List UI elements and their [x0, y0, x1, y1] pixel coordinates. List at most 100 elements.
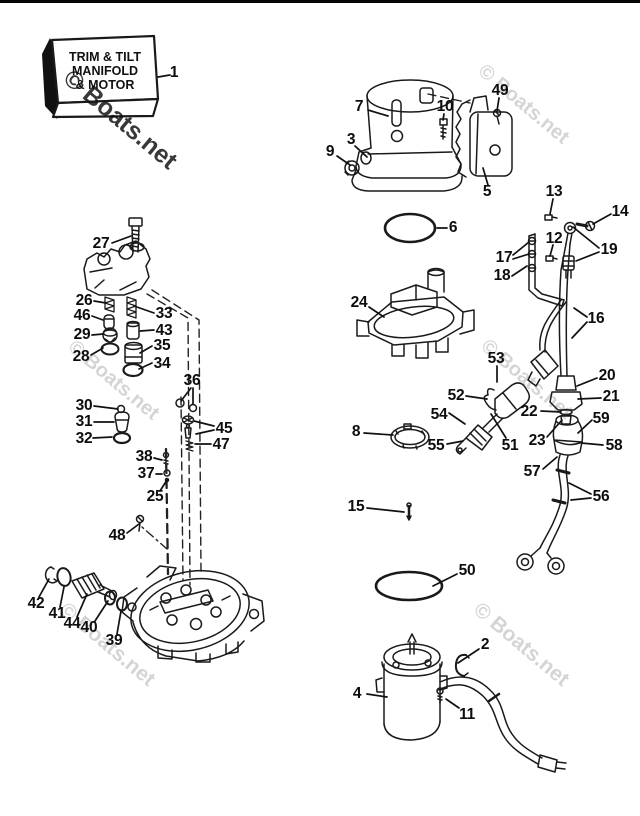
callout-11: 11: [459, 706, 475, 723]
callout-15: 15: [347, 498, 365, 515]
callout-29: 29: [73, 326, 91, 343]
part-4-motor-drawing: [375, 633, 567, 773]
callout-28: 28: [72, 348, 90, 365]
callout-10: 10: [436, 98, 454, 115]
callout-46: 46: [73, 307, 91, 324]
callout-24: 24: [350, 294, 368, 311]
callout-39: 39: [105, 632, 123, 649]
callout-41: 41: [48, 605, 66, 622]
callout-6: 6: [448, 219, 458, 236]
callout-45: 45: [215, 420, 233, 437]
part-20-21-22-23-connector-drawing: [549, 375, 583, 425]
callout-16: 16: [587, 310, 605, 327]
part-14-screw-drawing: [575, 220, 596, 232]
part-31-valve-drawing: [114, 411, 130, 433]
part-5-bracket-drawing: [455, 95, 513, 178]
part-40-oring-drawing: [104, 590, 116, 606]
callout-5: 5: [482, 183, 492, 200]
callout-38: 38: [135, 448, 153, 465]
callout-34: 34: [153, 355, 171, 372]
callout-14: 14: [611, 203, 629, 220]
part-54-55-connector-drawing: [455, 424, 493, 455]
callout-19: 19: [600, 241, 618, 258]
callout-36: 36: [183, 372, 201, 389]
part-46-cylinder-drawing: [103, 314, 115, 330]
callout-26: 26: [75, 292, 93, 309]
callout-3: 3: [346, 131, 356, 148]
part-10-bolt-drawing: [439, 118, 448, 140]
title-line-3: & MOTOR: [75, 78, 135, 92]
callout-18: 18: [493, 267, 511, 284]
callout-52: 52: [447, 387, 465, 404]
part-42-snap-ring-drawing: [44, 566, 58, 584]
part-28-oring-drawing: [100, 342, 120, 356]
part-56-wires-drawing: [516, 454, 571, 575]
part-24-pump-assembly-drawing: [356, 267, 475, 359]
part-50-oring-drawing: [374, 570, 444, 602]
callout-22: 22: [520, 403, 538, 420]
callout-37: 37: [137, 465, 155, 482]
part-13-screw-drawing: [544, 214, 558, 221]
callout-1: 1: [169, 64, 179, 81]
assembly-dashed-lines: [141, 93, 471, 586]
part-29-nut-drawing: [102, 327, 118, 343]
part-3-washer-drawing: [360, 151, 372, 165]
callout-27: 27: [92, 235, 110, 252]
callout-2: 2: [480, 636, 490, 653]
callout-13: 13: [545, 183, 563, 200]
part-44-valve-body-drawing: [71, 572, 118, 601]
callout-20: 20: [598, 367, 616, 384]
callout-42: 42: [27, 595, 45, 612]
callout-33: 33: [155, 305, 173, 322]
callout-47: 47: [212, 436, 230, 453]
callout-54: 54: [430, 406, 448, 423]
callout-56: 56: [592, 488, 610, 505]
title-line-1: TRIM & TILT: [69, 50, 141, 64]
callout-8: 8: [351, 423, 361, 440]
callout-30: 30: [75, 397, 93, 414]
callout-44: 44: [63, 615, 81, 632]
part-34-oring-drawing: [122, 362, 144, 378]
part-11-screw-drawing: [436, 687, 444, 704]
part-26-spring-drawing: [104, 296, 115, 313]
callout-58: 58: [605, 437, 623, 454]
callout-31: 31: [75, 413, 93, 430]
part-16-wire-harness-drawing: [527, 243, 571, 387]
part-2-clip-drawing: [454, 653, 470, 677]
part-18-bracket-drawing: [528, 233, 565, 307]
callout-35: 35: [153, 337, 171, 354]
callout-leader-lines: [38, 74, 612, 709]
part-45-valve-stack-drawing: [181, 415, 195, 439]
callout-43: 43: [155, 322, 173, 339]
part-8-clamp-drawing: [390, 423, 430, 450]
part-32-oring-drawing: [112, 431, 132, 445]
callout-53: 53: [487, 350, 505, 367]
part-1-title-plate-drawing: [42, 34, 160, 119]
title-plate-text: TRIM & TILT MANIFOLD & MOTOR: [54, 50, 156, 92]
callout-50: 50: [458, 562, 476, 579]
callout-32: 32: [75, 430, 93, 447]
part-48-screw-drawing: [135, 514, 145, 532]
callout-51: 51: [501, 437, 519, 454]
part-57-58-59-boot-drawing: [552, 414, 584, 456]
part-51-stem-drawing: [482, 413, 504, 433]
manifold-body-drawing: [83, 240, 151, 296]
part-27-bolt-drawing: [128, 217, 143, 253]
part-15-pin-drawing: [406, 502, 412, 521]
callout-4: 4: [352, 685, 362, 702]
callout-25: 25: [146, 488, 164, 505]
part-53-valve-drawing: [494, 382, 531, 420]
scan-edge-line: [0, 0, 640, 3]
part-43-cylinder-drawing: [126, 320, 140, 340]
callout-48: 48: [108, 527, 126, 544]
callout-17: 17: [495, 249, 513, 266]
part-6-oring-drawing: [383, 212, 437, 244]
callout-7: 7: [354, 98, 364, 115]
title-line-2: MANIFOLD: [72, 64, 138, 78]
part-33-spring-drawing: [126, 296, 137, 319]
callout-9: 9: [325, 143, 335, 160]
part-17-screws-drawing: [527, 236, 537, 273]
callout-21: 21: [602, 388, 620, 405]
